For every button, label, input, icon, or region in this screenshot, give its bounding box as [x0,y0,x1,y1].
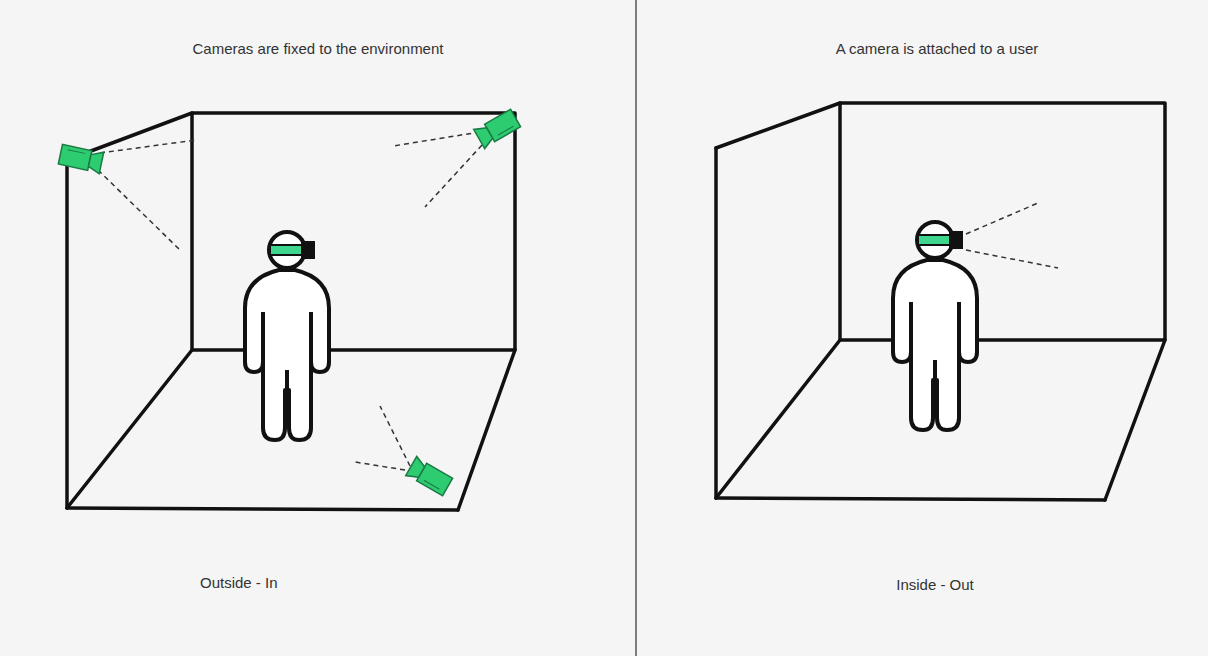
panel-caption: Inside - Out [896,576,974,594]
person-headset [245,232,329,440]
panel-heading: Cameras are fixed to the environment [193,40,444,58]
panel-caption: Outside - In [200,574,278,592]
room-right [716,103,1165,500]
room-left [67,113,515,510]
panel-heading: A camera is attached to a user [836,40,1039,58]
camera-view-lines [966,203,1058,268]
camera [58,143,104,173]
panel-divider [635,0,637,656]
camera-view-lines [98,132,482,470]
camera [406,456,453,496]
camera [474,108,521,148]
person-headset [893,222,977,430]
